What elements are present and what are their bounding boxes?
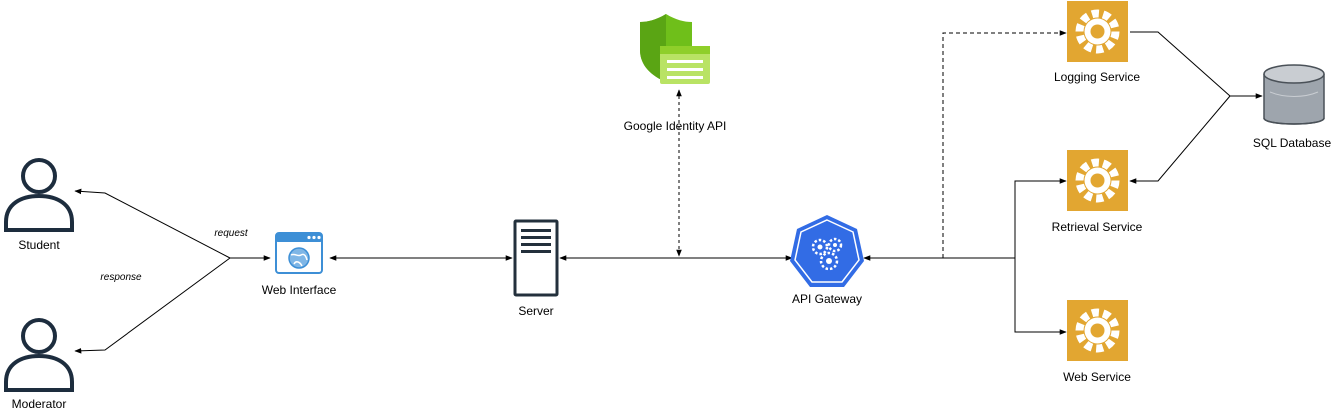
api-gateway-label: API Gateway — [791, 292, 863, 306]
gear-service-icon — [1067, 1, 1128, 62]
edge-logging-to-database — [1130, 31, 1263, 99]
edge-response-to-moderator — [74, 257, 231, 354]
student-label: Student — [18, 238, 60, 252]
response-edge-label: response — [100, 272, 142, 283]
edge-gateway-to-logging-dashed — [942, 30, 1067, 258]
shield-list-icon — [640, 14, 710, 84]
browser-window-icon — [275, 232, 323, 274]
edge-gateway-to-web-service — [1014, 258, 1067, 335]
edges — [74, 30, 1263, 354]
identity-api-label: Google Identity API — [623, 119, 727, 133]
web-interface-label: Web Interface — [261, 283, 337, 297]
gear-service-icon — [1067, 300, 1128, 361]
database-icon — [1263, 64, 1325, 125]
retrieval-service-label: Retrieval Service — [1051, 220, 1143, 234]
server-label: Server — [518, 304, 554, 318]
edge-database-to-retrieval — [1129, 95, 1231, 184]
sql-database-label: SQL Database — [1252, 136, 1332, 150]
user-icon — [4, 318, 74, 392]
server-icon — [513, 219, 559, 297]
logging-service-label: Logging Service — [1053, 70, 1141, 84]
web-service-label: Web Service — [1063, 370, 1131, 384]
gateway-gears-icon — [790, 215, 864, 287]
moderator-label: Moderator — [11, 397, 67, 411]
edge-gateway-to-retrieval — [1014, 178, 1067, 258]
request-edge-label: request — [214, 228, 248, 239]
gear-service-icon — [1067, 150, 1128, 211]
user-icon — [4, 158, 74, 232]
edge-request-to-student — [74, 188, 231, 259]
